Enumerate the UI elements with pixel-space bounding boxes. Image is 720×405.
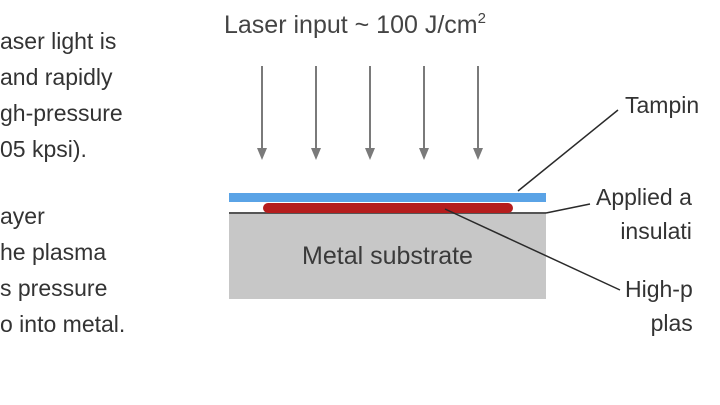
description-paragraph-2: ayer he plasma s pressure o into metal. <box>0 203 126 337</box>
tamping-layer <box>229 193 546 202</box>
laser-arrows <box>257 66 483 160</box>
high-pressure-plasma <box>263 203 513 213</box>
laser-arrow <box>311 66 321 160</box>
tamping-leader-line <box>517 109 619 192</box>
plasma-callout: High-p plas <box>625 276 693 336</box>
substrate-label: Metal substrate <box>302 242 473 270</box>
applied-leader-line <box>545 203 591 214</box>
laser-arrow <box>257 66 267 160</box>
laser-arrow <box>365 66 375 160</box>
tamping-callout: Tampin <box>625 92 700 118</box>
laser-arrow <box>419 66 429 160</box>
laser-arrow <box>473 66 483 160</box>
applied-insulation-callout: Applied a insulati <box>596 184 692 244</box>
metal-substrate <box>229 213 546 299</box>
laser-input-title: Laser input ~ 100 J/cm2 <box>224 10 486 39</box>
plasma-leader-line <box>444 208 621 291</box>
description-paragraph-1: aser light is and rapidly gh-pressure 05… <box>0 28 123 162</box>
